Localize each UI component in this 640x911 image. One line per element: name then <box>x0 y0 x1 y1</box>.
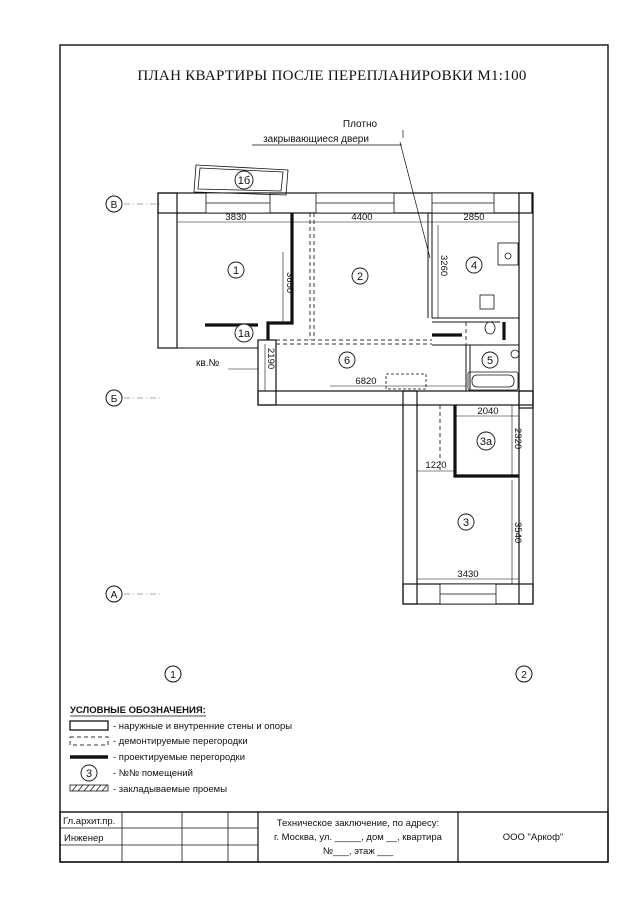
svg-text:3: 3 <box>463 517 469 529</box>
room-marker-1: 1 <box>227 261 245 279</box>
dim-2320: 2320 <box>512 428 523 449</box>
balcony <box>193 164 289 196</box>
legend-swatch-demolished <box>69 736 109 746</box>
room-marker-5: 5 <box>481 351 499 369</box>
axis-marker-a: А <box>105 585 123 603</box>
room-marker-6: 6 <box>338 351 356 369</box>
axis-marker-1: 1 <box>164 665 182 683</box>
legend-room-sample: 3 <box>86 768 92 780</box>
dim-3830: 3830 <box>225 212 246 223</box>
svg-text:1б: 1б <box>238 175 250 187</box>
legend-closed-text: - закладываемые проемы <box>113 784 227 795</box>
fixtures <box>385 242 520 391</box>
dim-2850: 2850 <box>463 212 484 223</box>
demolished-partitions <box>276 213 467 470</box>
room-marker-3: 3 <box>457 513 475 531</box>
svg-text:2: 2 <box>357 271 363 283</box>
note-leader <box>252 130 431 259</box>
stamp-desc-line-1: Техническое заключение, по адресу: <box>277 818 439 829</box>
legend-walls-text: - наружные и внутренние стены и опоры <box>113 721 292 732</box>
legend-room-number-text: - №№ помещений <box>113 768 193 779</box>
dim-1220: 1220 <box>425 460 446 471</box>
stamp-desc-line-3: №___, этаж ___ <box>323 846 394 857</box>
svg-text:1а: 1а <box>238 328 251 340</box>
svg-text:1: 1 <box>233 265 239 277</box>
svg-text:В: В <box>111 200 118 211</box>
apartment-number-label: кв.№ <box>196 358 219 369</box>
room-marker-4: 4 <box>465 256 483 274</box>
stamp-company: ООО "Аркоф" <box>503 832 564 843</box>
title-block <box>59 811 609 863</box>
legend-swatch-closed-openings <box>69 784 109 792</box>
stamp-chief-architect: Гл.архит.пр. <box>63 816 115 827</box>
dimension-lines <box>177 221 519 584</box>
legend-swatch-walls <box>69 720 109 731</box>
dim-2190: 2190 <box>265 348 276 369</box>
dim-3650: 3650 <box>284 272 295 293</box>
room-marker-2: 2 <box>351 267 369 285</box>
svg-text:3а: 3а <box>480 436 493 448</box>
dim-3540: 3540 <box>512 522 523 543</box>
svg-text:4: 4 <box>471 260 477 272</box>
legend-demolished-text: - демонтируемые перегородки <box>113 736 248 747</box>
dim-3260: 3260 <box>438 255 449 276</box>
svg-text:2: 2 <box>521 670 527 681</box>
windows <box>205 192 497 605</box>
axis-marker-v: В <box>105 195 123 213</box>
dim-4400: 4400 <box>351 212 372 223</box>
legend-swatch-room-number <box>80 764 98 782</box>
note-line-1: Плотно <box>343 119 378 130</box>
exterior-walls <box>157 192 534 605</box>
stamp-desc-line-2: г. Москва, ул. _____, дом __, квартира <box>274 832 443 843</box>
legend-heading: УСЛОВНЫЕ ОБОЗНАЧЕНИЯ: <box>70 705 206 716</box>
room-marker-1a: 1а <box>234 323 254 343</box>
legend-designed-text: - проектируемые перегородки <box>113 752 245 763</box>
axis-lines <box>124 203 160 595</box>
svg-text:6: 6 <box>344 355 350 367</box>
svg-text:1: 1 <box>170 670 176 681</box>
dim-2040: 2040 <box>477 406 498 417</box>
plan-title: ПЛАН КВАРТИРЫ ПОСЛЕ ПЕРЕПЛАНИРОВКИ М1:10… <box>137 68 526 84</box>
svg-text:5: 5 <box>487 355 493 367</box>
room-marker-3a: 3а <box>476 431 496 451</box>
dim-3430: 3430 <box>457 569 478 580</box>
stamp-engineer: Инженер <box>64 833 104 844</box>
dim-6820: 6820 <box>355 376 376 387</box>
svg-text:А: А <box>111 590 118 601</box>
designed-partitions <box>205 213 519 478</box>
room-marker-1b: 1б <box>234 170 254 190</box>
svg-text:Б: Б <box>111 394 118 405</box>
axis-marker-2: 2 <box>515 665 533 683</box>
note-line-2: закрывающиеся двери <box>263 134 369 145</box>
axis-marker-b: Б <box>105 389 123 407</box>
